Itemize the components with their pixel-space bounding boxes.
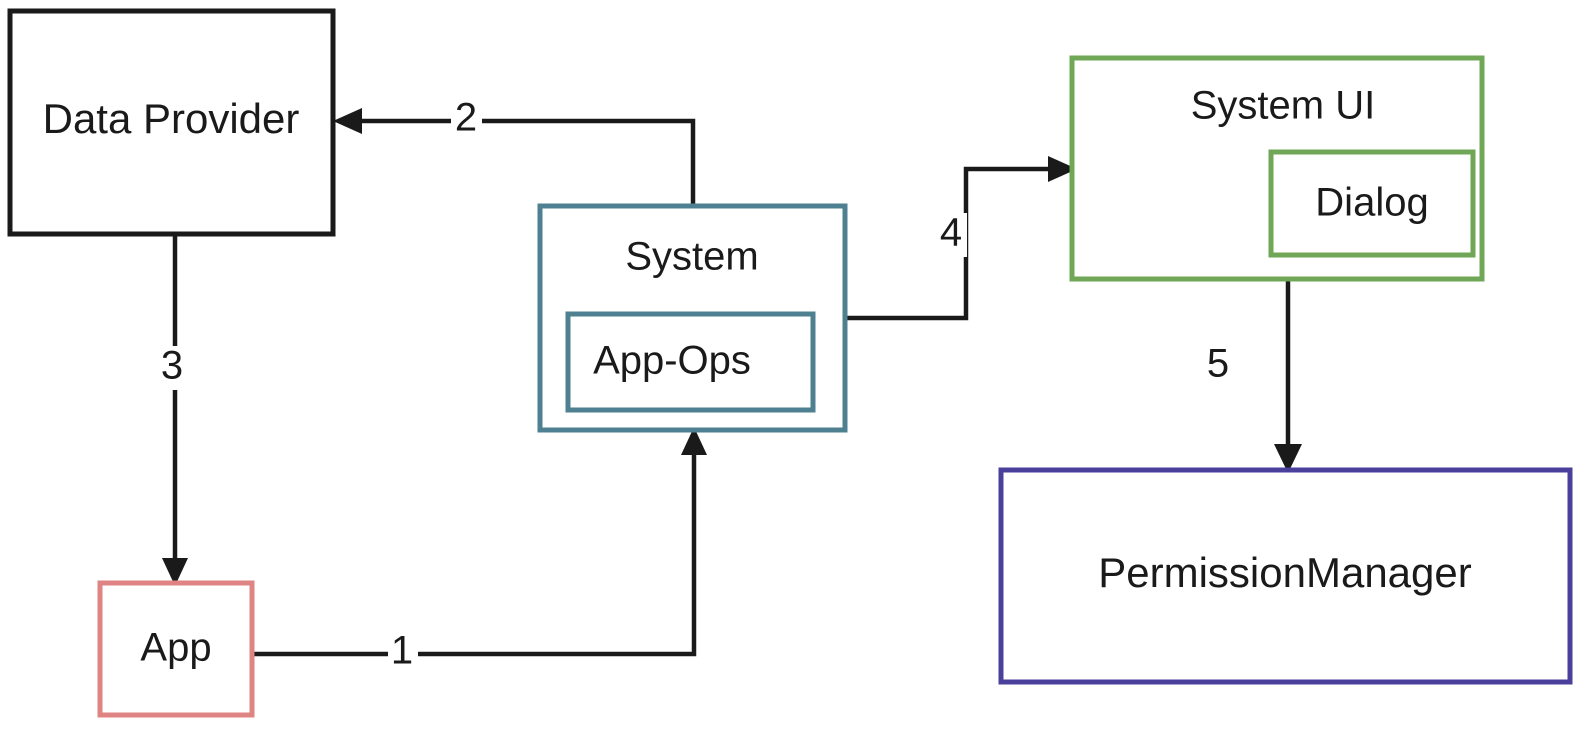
app-ops-box — [565, 311, 816, 413]
data-provider-box — [7, 8, 336, 237]
edge-4-label: 4 — [940, 211, 962, 255]
edge-1-app-to-system[interactable]: 1 — [252, 427, 707, 675]
node-app[interactable]: App — [97, 580, 255, 718]
edge-1-label: 1 — [391, 629, 413, 673]
edge-4-arrowhead — [1048, 156, 1077, 182]
edge-2-arrowhead — [333, 108, 362, 134]
permission-manager-box — [998, 467, 1573, 685]
edges-layer: 1 2 3 4 — [158, 96, 1302, 675]
edge-2-path — [345, 118, 696, 207]
edge-5-label-bg — [1204, 344, 1234, 388]
dialog-box — [1268, 149, 1476, 258]
edge-3-label-bg — [158, 346, 188, 390]
system-ui-label: System UI — [1191, 84, 1375, 128]
edge-5-arrowhead — [1274, 444, 1302, 473]
edge-3-data-provider-to-app[interactable]: 3 — [158, 234, 188, 586]
edge-1-arrowhead — [681, 427, 707, 455]
edge-4-label-bg — [937, 213, 967, 257]
edge-1-path — [252, 440, 697, 657]
app-ops-label: App-Ops — [593, 339, 751, 383]
node-permission-manager[interactable]: PermissionManager — [998, 467, 1573, 685]
node-data-provider[interactable]: Data Provider — [7, 8, 336, 237]
edge-1-label-bg — [388, 631, 418, 675]
edge-5-label: 5 — [1207, 342, 1229, 386]
data-provider-label: Data Provider — [43, 95, 300, 142]
edge-2-label: 2 — [455, 96, 477, 140]
node-app-ops[interactable]: App-Ops — [565, 311, 816, 413]
app-box — [97, 580, 255, 718]
edge-3-arrowhead — [162, 558, 188, 586]
system-label: System — [625, 235, 758, 279]
edge-4-system-to-system-ui[interactable]: 4 — [845, 156, 1077, 321]
app-label: App — [140, 626, 211, 670]
edge-2-system-to-data-provider[interactable]: 2 — [333, 96, 696, 207]
edge-3-label: 3 — [161, 344, 183, 388]
dialog-label: Dialog — [1315, 181, 1428, 225]
node-dialog[interactable]: Dialog — [1268, 149, 1476, 258]
permission-manager-label: PermissionManager — [1098, 549, 1472, 596]
edge-5-system-ui-to-permission-manager[interactable]: 5 — [1204, 279, 1302, 473]
nodes-layer: Data Provider System App-Ops System UI D… — [7, 8, 1573, 718]
edge-2-label-bg — [451, 98, 482, 142]
